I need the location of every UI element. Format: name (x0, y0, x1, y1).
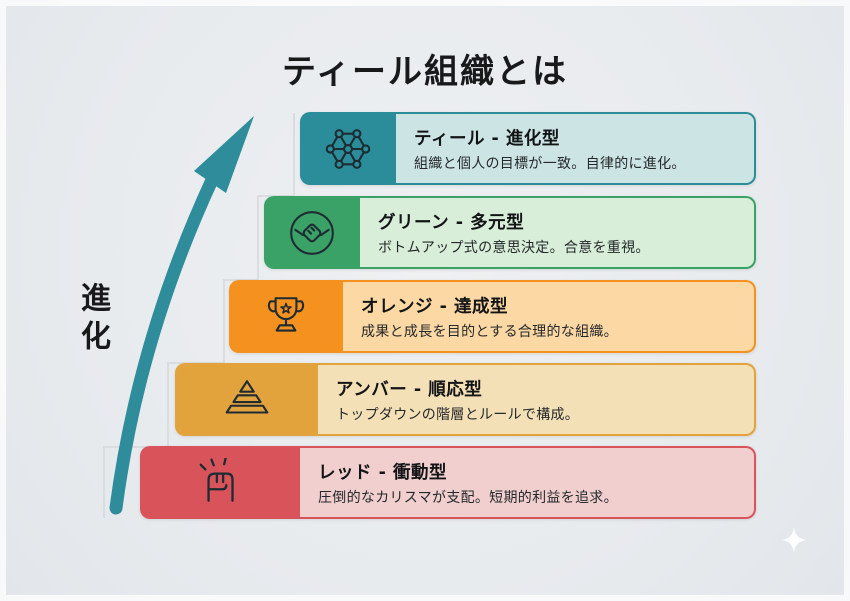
level-description: トップダウンの階層とルールで構成。 (336, 406, 580, 423)
level-text-panel: レッド - 衝動型 圧倒的なカリスマが支配。短期的利益を追求。 (300, 446, 756, 519)
level-description: 成果と成長を目的とする合理的な組織。 (361, 323, 618, 340)
level-name: アンバー - 順応型 (336, 379, 483, 400)
level-row-orange: オレンジ - 達成型 成果と成長を目的とする合理的な組織。 (229, 280, 756, 353)
level-description: ボトムアップ式の意思決定。合意を重視。 (378, 239, 650, 256)
level-name: レッド - 衝動型 (318, 462, 447, 483)
sparkle-icon (781, 527, 807, 553)
level-row-green: グリーン - 多元型 ボトムアップ式の意思決定。合意を重視。 (264, 196, 756, 269)
level-icon-box (175, 363, 318, 436)
level-text-panel: グリーン - 多元型 ボトムアップ式の意思決定。合意を重視。 (360, 196, 756, 269)
level-row-teal: ティール - 進化型 組織と個人の目標が一致。自律的に進化。 (300, 112, 756, 185)
level-description: 圧倒的なカリスマが支配。短期的利益を追求。 (318, 489, 618, 506)
level-icon-box (229, 280, 343, 353)
level-row-amber: アンバー - 順応型 トップダウンの階層とルールで構成。 (175, 363, 756, 436)
fist-icon (199, 457, 234, 502)
level-name: グリーン - 多元型 (378, 212, 525, 233)
handshake-icon (290, 210, 334, 255)
trophy-icon (267, 296, 305, 332)
level-name: オレンジ - 達成型 (361, 296, 508, 317)
pyramid-icon (225, 379, 268, 414)
level-icon-box (264, 196, 360, 269)
arrow-head (194, 116, 254, 193)
page-title: ティール組織とは (282, 52, 568, 92)
level-name: ティール - 進化型 (414, 128, 560, 149)
level-text-panel: オレンジ - 達成型 成果と成長を目的とする合理的な組織。 (343, 280, 756, 353)
evolution-axis-label: 進化 (75, 282, 110, 358)
level-row-red: レッド - 衝動型 圧倒的なカリスマが支配。短期的利益を追求。 (140, 446, 756, 519)
level-description: 組織と個人の目標が一致。自律的に進化。 (414, 155, 686, 172)
network-icon (325, 128, 371, 169)
level-text-panel: アンバー - 順応型 トップダウンの階層とルールで構成。 (318, 363, 756, 436)
level-icon-box (140, 446, 300, 519)
level-text-panel: ティール - 進化型 組織と個人の目標が一致。自律的に進化。 (396, 112, 756, 185)
level-icon-box (300, 112, 396, 185)
